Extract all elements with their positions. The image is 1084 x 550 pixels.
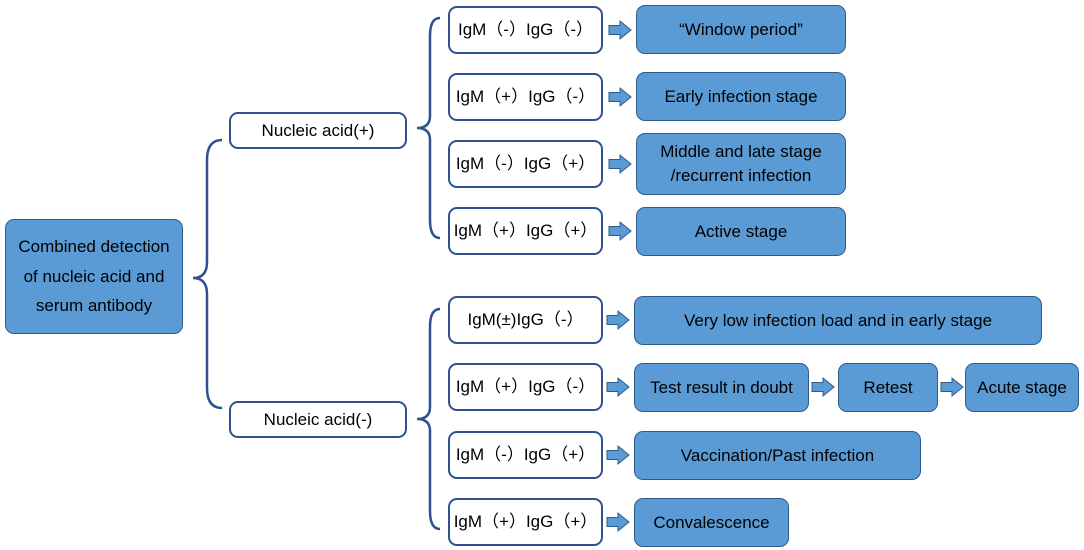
outcome-node: Active stage (636, 207, 846, 256)
antibody-test-node: IgM（-）IgG（+） (448, 431, 603, 479)
arrow-icon (608, 87, 632, 107)
arrow-icon (811, 377, 835, 397)
acute-stage-node: Acute stage (965, 363, 1079, 412)
outcome-node: Test result in doubt (634, 363, 809, 412)
outcome-line: Middle and late stage (660, 142, 822, 162)
antibody-test-node: IgM（+）IgG（+） (448, 498, 603, 546)
antibody-test-node: IgM（-）IgG（+） (448, 140, 603, 188)
arrow-icon (608, 221, 632, 241)
outcome-node: Early infection stage (636, 72, 846, 121)
antibody-test-node: IgM(±)IgG（-） (448, 296, 603, 344)
root-line: serum antibody (35, 296, 153, 316)
arrow-icon (606, 310, 630, 330)
arrow-icon (940, 377, 964, 397)
arrow-icon (606, 512, 630, 532)
nucleic-acid-negative-node: Nucleic acid(-) (229, 401, 407, 438)
root-line: of nucleic acid and (23, 266, 165, 286)
antibody-test-node: IgM（+）IgG（+） (448, 207, 603, 255)
antibody-test-node: IgM（+）IgG（-） (448, 363, 603, 411)
positive-brace (416, 16, 441, 240)
outcome-node: Very low infection load and in early sta… (634, 296, 1042, 345)
antibody-test-node: IgM（+）IgG（-） (448, 73, 603, 121)
arrow-icon (608, 20, 632, 40)
arrow-icon (608, 154, 632, 174)
nucleic-acid-positive-node: Nucleic acid(+) (229, 112, 407, 149)
main-brace (192, 138, 223, 410)
outcome-node: Vaccination/Past infection (634, 431, 921, 480)
outcome-line: /recurrent infection (670, 166, 812, 185)
outcome-node: Middle and late stage /recurrent infecti… (636, 133, 846, 195)
outcome-node: “Window period” (636, 5, 846, 54)
root-node: Combined detection of nucleic acid and s… (5, 219, 183, 334)
antibody-test-node: IgM（-）IgG（-） (448, 6, 603, 54)
root-line: Combined detection (18, 236, 170, 256)
negative-brace (416, 307, 441, 531)
arrow-icon (606, 445, 630, 465)
retest-node: Retest (838, 363, 938, 412)
arrow-icon (606, 377, 630, 397)
outcome-node: Convalescence (634, 498, 789, 547)
